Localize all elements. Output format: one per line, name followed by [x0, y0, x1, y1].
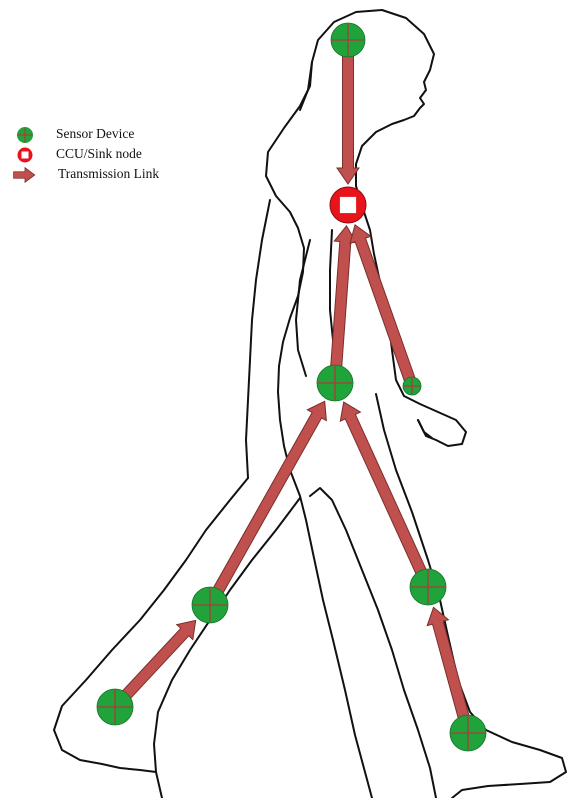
sensor-node-hip [317, 365, 353, 401]
legend-item-link: Transmission Link [12, 165, 212, 185]
legend-item-sensor: Sensor Device [12, 125, 212, 145]
back-outline [246, 200, 270, 478]
sink-node-chest [330, 187, 366, 223]
legend-label-sensor: Sensor Device [56, 126, 134, 142]
sensor-node-right-ankle [450, 715, 486, 751]
legend-label-link: Transmission Link [58, 166, 159, 182]
link-left-knee-to-hip [208, 401, 327, 603]
link-right-knee-to-hip [340, 402, 431, 584]
legend-item-sink: CCU/Sink node [12, 145, 212, 165]
legend: Sensor Device CCU/Sink node Transmission… [12, 125, 212, 185]
sensor-node-wrist [403, 377, 421, 395]
legend-label-sink: CCU/Sink node [56, 146, 142, 162]
sensor-device-icon [12, 125, 38, 145]
link-wrist-to-chest [350, 225, 416, 385]
left-leg-back-outline [54, 478, 248, 772]
transmission-link-icon [12, 165, 38, 185]
inner-leg-outline [310, 488, 436, 798]
sensor-node-left-knee [192, 587, 228, 623]
link-right-ankle-to-right-knee [427, 607, 472, 729]
sensor-node-left-ankle [97, 689, 133, 725]
sensor-node-right-knee [410, 569, 446, 605]
link-hip-to-chest [330, 226, 356, 378]
body-outline-front [266, 10, 466, 798]
sensor-node-head [331, 23, 365, 57]
sink-node-icon [12, 145, 38, 165]
